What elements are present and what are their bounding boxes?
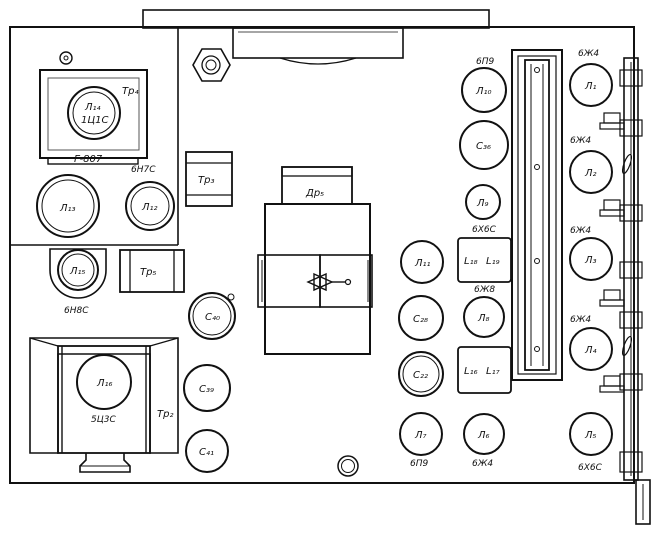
capacitor-c28 (398, 295, 444, 341)
c22-label: С₂₂ (413, 370, 428, 381)
l2-type-label: 6Ж4 (570, 136, 591, 146)
l10-label: Л₁₀ (475, 86, 492, 97)
l13-label: Л₁₃ (59, 203, 76, 214)
l5-type-label: 6Х6С (578, 463, 603, 473)
c41-label: С₄₁ (199, 447, 214, 458)
capacitor-c41 (185, 429, 229, 473)
l15-label: Л₁₅ (69, 266, 86, 277)
l14-type-label: 1Ц1С (81, 115, 108, 126)
l2-label: Л₂ (584, 168, 597, 179)
l7-label: Л₇ (414, 430, 427, 441)
tube-l6 (463, 413, 505, 455)
tube-l5 (569, 412, 613, 456)
l1-type-label: 6Ж4 (578, 49, 599, 59)
l7-type-label: 6П9 (410, 459, 428, 469)
tube-l1 (569, 63, 613, 107)
tube-l8 (463, 296, 505, 338)
c40-label: С₄₀ (205, 312, 220, 323)
tube-l9 (465, 184, 501, 220)
l12-type-label: 6Н7С (131, 165, 156, 175)
tube-l15 (49, 248, 107, 299)
l18-label: L₁₈ (464, 256, 478, 267)
l11-label: Л₁₁ (414, 258, 431, 269)
l1-label: Л₁ (584, 81, 597, 92)
l9-type-label: 6Х6С (472, 225, 497, 235)
l16-label: Л₁₆ (96, 378, 113, 389)
transformer-tr3 (185, 151, 233, 207)
tube-brackets (599, 112, 633, 393)
tr3-label: Тр₃ (198, 175, 214, 186)
dr5-label: Др₅ (305, 188, 324, 199)
l3-label: Л₃ (584, 255, 597, 266)
capacitor-c40 (188, 292, 236, 340)
l5-label: Л₅ (584, 430, 597, 441)
l12-label: Л₁₂ (141, 202, 158, 213)
capacitor-c39 (183, 364, 231, 412)
l9-label: Л₉ (476, 198, 489, 209)
tube-l12 (125, 181, 175, 231)
l19-label: L₁₉ (486, 256, 500, 267)
l14-label: Л₁₄ (84, 102, 101, 113)
l6-type-label: 6Ж4 (472, 459, 493, 469)
tr5-label: Тр₅ (140, 267, 156, 278)
l15-type-label: 6Н8С (64, 306, 89, 316)
tube-l13 (36, 174, 100, 238)
tr2-label: Тр₂ (157, 409, 173, 420)
c36-label: С₃₆ (476, 141, 491, 152)
tube-l4 (569, 327, 613, 371)
l6-label: Л₆ (477, 430, 490, 441)
l8-type-label: 6Ж8 (474, 285, 495, 295)
hex-nut (192, 48, 231, 82)
l4-label: Л₄ (584, 345, 597, 356)
tube-l7 (399, 412, 443, 456)
choke-dr5 (257, 166, 373, 355)
tube-l2 (569, 150, 613, 194)
top-panel (142, 9, 490, 65)
transformer-tr4 (39, 69, 148, 165)
tuning-bar (511, 49, 563, 381)
l4-type-label: 6Ж4 (570, 315, 591, 325)
l10-type-label: 6П9 (476, 57, 494, 67)
g807-label: Г-807 (74, 154, 103, 165)
chassis-outline (9, 26, 635, 484)
l8-label: Л₈ (477, 313, 490, 324)
mounting-holes (59, 51, 359, 477)
l16-coil-label: L₁₆ (464, 366, 478, 377)
transformer-tr5 (119, 249, 185, 293)
right-rail (619, 57, 651, 525)
c39-label: С₃₉ (199, 384, 214, 395)
tr4-label: Тр₄ (122, 86, 138, 97)
c28-label: С₂₈ (413, 314, 428, 325)
capacitor-c22 (398, 351, 444, 397)
l3-type-label: 6Ж4 (570, 226, 591, 236)
tube-l11 (400, 240, 444, 284)
capacitor-c36 (459, 120, 509, 170)
transformer-tr2 (29, 337, 179, 473)
tube-l10 (461, 67, 507, 113)
l16-type-label: 5Ц3С (91, 415, 116, 425)
tube-l3 (569, 237, 613, 281)
l17-label: L₁₇ (486, 366, 500, 377)
